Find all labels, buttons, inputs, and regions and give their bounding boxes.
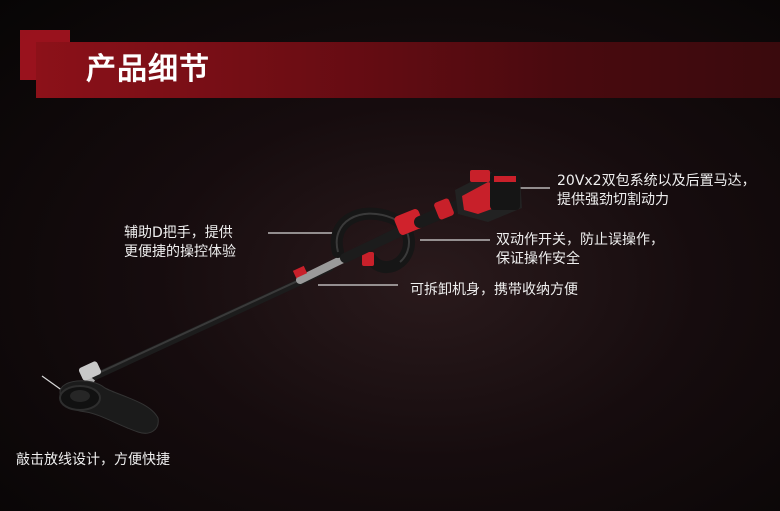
trimmer-shaft	[88, 254, 349, 382]
callout-battery-line2: 提供强劲切割动力	[557, 192, 669, 208]
motor-and-battery	[455, 170, 522, 222]
callout-detach: 可拆卸机身，携带收纳方便	[410, 281, 578, 300]
callout-handle-line2: 更便捷的操控体验	[124, 244, 236, 260]
callout-switch-line1: 双动作开关，防止误操作，	[496, 232, 664, 248]
callout-detach-line1: 可拆卸机身，携带收纳方便	[410, 282, 578, 298]
callout-head-line1: 敲击放线设计，方便快捷	[16, 452, 170, 468]
callout-battery: 20Vx2双包系统以及后置马达， 提供强劲切割动力	[557, 172, 756, 210]
callout-battery-line1: 20Vx2双包系统以及后置马达，	[557, 173, 756, 189]
callout-handle: 辅助D把手，提供 更便捷的操控体验	[124, 224, 236, 262]
callout-switch: 双动作开关，防止误操作， 保证操作安全	[496, 231, 664, 269]
callout-handle-line1: 辅助D把手，提供	[124, 225, 233, 241]
callout-head: 敲击放线设计，方便快捷	[16, 451, 170, 470]
cutting-head	[59, 361, 159, 434]
page-title: 产品细节	[86, 52, 210, 87]
title-banner	[36, 42, 780, 98]
switch-handle	[340, 198, 468, 263]
callout-switch-line2: 保证操作安全	[496, 251, 580, 267]
callout-lines	[41, 187, 550, 429]
